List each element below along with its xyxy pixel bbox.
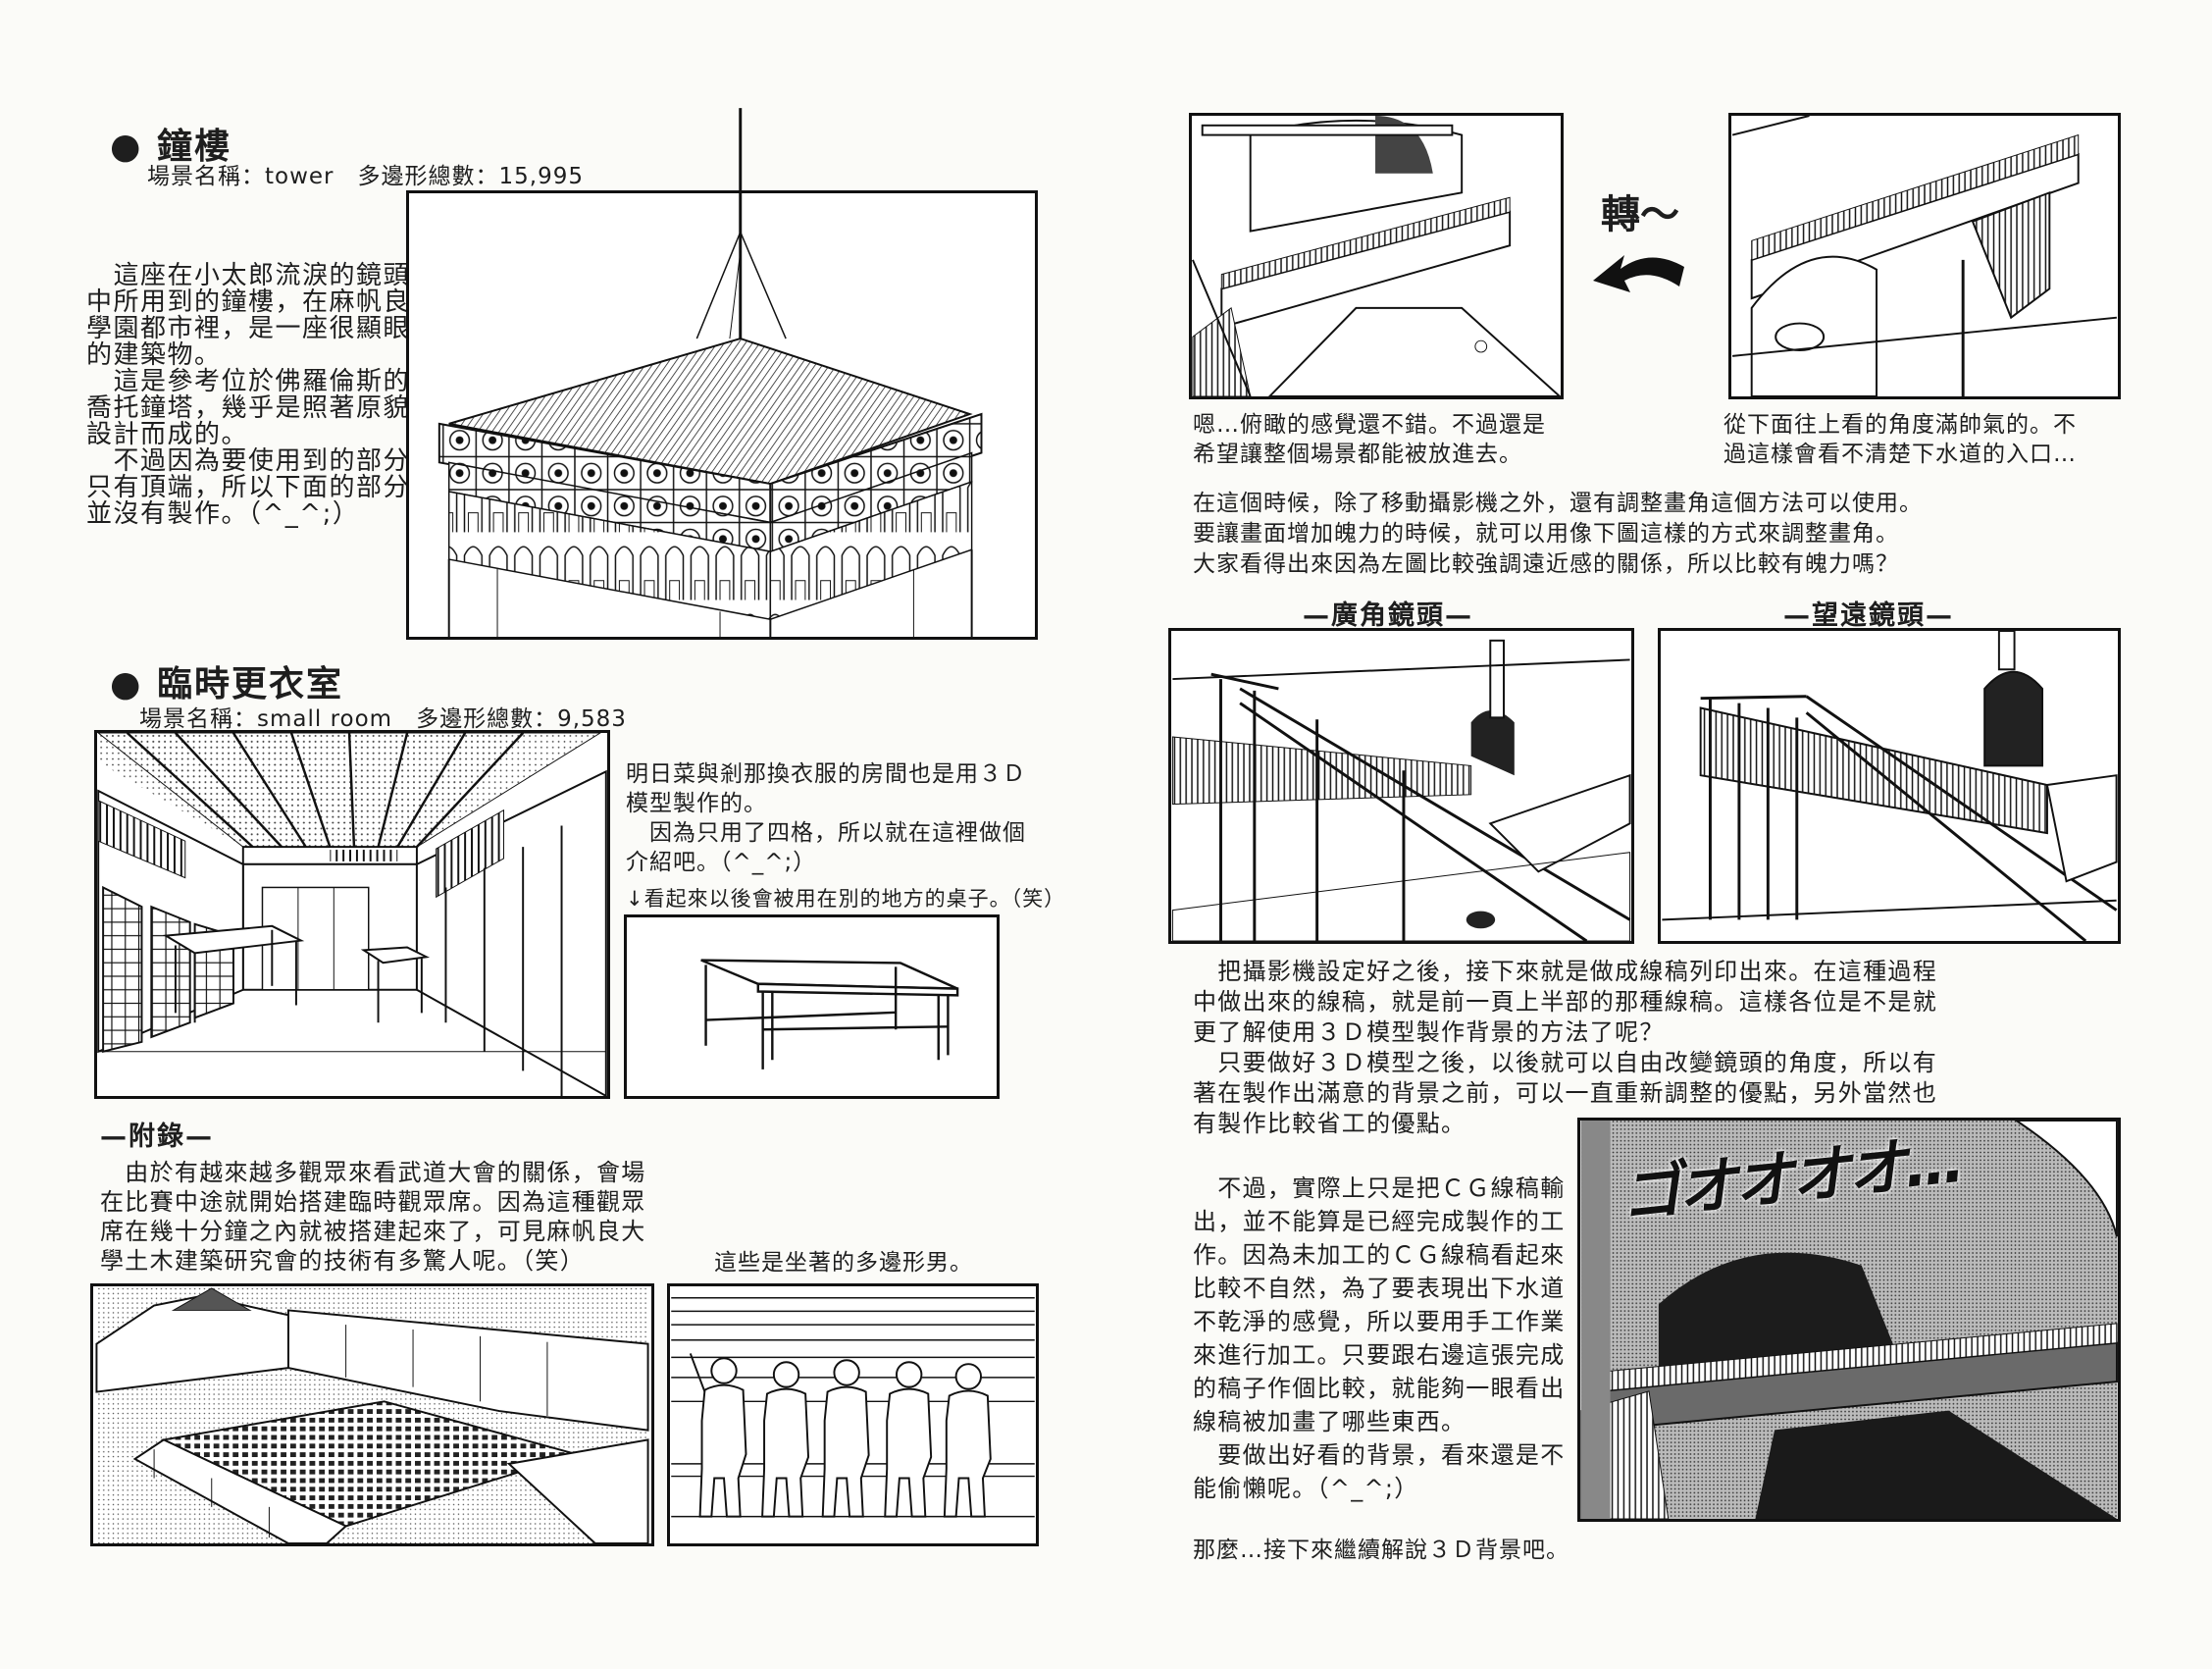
folding-table-drawing [700,959,959,1069]
sewer-low-angle-panel [1728,113,2121,399]
text-line: 學土木建築研究會的技術有多驚人呢。（笑） [100,1247,585,1275]
rotate-left-arrow-icon [1593,255,1684,292]
text-line: 設計而成的。 [86,420,249,449]
table-caption: ↓看起來以後會被用在別的地方的桌子。（笑） [626,887,1066,911]
tower-scene-meta: 場景名稱：tower 多邊形總數：15,995 [147,164,584,189]
finished-sewer-panel: ゴオオオオ… [1577,1118,2121,1522]
text-line: 不過因為要使用到的部分 [86,446,411,476]
text-line: 學園都市裡，是一座很顯眼 [86,314,411,343]
text-line: 出，並不能算是已經完成製作的工 [1193,1208,1566,1235]
text-line: 的建築物。 [86,340,222,370]
polygon-men-panel [667,1283,1039,1546]
text-line: 在這個時候，除了移動攝影機之外，還有調整畫角這個方法可以使用。 [1193,491,1923,516]
clock-tower-drawing [437,108,983,637]
hand-finishing-explanation: 不過，實際上只是把ＣＧ線稿輸出，並不能算是已經完成製作的工作。因為未加工的ＣＧ線… [1193,1172,1566,1505]
text-line: 不乾淨的感覺，所以要用手工作業 [1193,1308,1566,1335]
text-line: 只有頂端，所以下面的部分 [86,473,411,502]
text-line: 來進行加工。只要跟右邊這張完成 [1193,1341,1566,1369]
low-angle-caption: 從下面往上看的角度滿帥氣的。不過這樣會看不清楚下水道的入口… [1723,410,2077,469]
room-scene-meta: 場景名稱：small room 多邊形總數：9,583 [139,706,627,732]
text-line: 從下面往上看的角度滿帥氣的。不 [1723,412,2077,438]
appendix-heading: —附錄— [100,1121,214,1152]
text-line: 只要做好３Ｄ模型之後，以後就可以自由改變鏡頭的角度，所以有 [1193,1049,1937,1076]
telephoto-panel [1658,628,2121,944]
text-line: 著在製作出滿意的背景之前，可以一直重新調整的優點，另外當然也 [1193,1079,1937,1107]
text-line: 不過，實際上只是把ＣＧ線稿輸 [1193,1174,1566,1202]
appendix-description: 由於有越來越多觀眾來看武道大會的關係，會場在比賽中途就開始搭建臨時觀眾席。因為這… [100,1158,646,1276]
turn-label: 轉～ [1601,192,1679,237]
room-section-title: ● 臨時更衣室 [110,664,343,704]
text-line: 的稿子作個比較，就能夠一眼看出 [1193,1375,1566,1402]
text-line: 把攝影機設定好之後，接下來就是做成線稿列印出來。在這種過程 [1193,958,1937,985]
text-line: 大家看得出來因為左圖比較強調遠近感的關係，所以比較有魄力嗎？ [1193,551,1899,577]
text-line: 能偷懶呢。（^_^;） [1193,1475,1419,1502]
text-line: 明日菜與剎那換衣服的房間也是用３Ｄ [626,761,1026,787]
text-line: 要讓畫面增加魄力的時候，就可以用像下圖這樣的方式來調整畫角。 [1193,521,1899,547]
view-angle-explanation: 在這個時候，除了移動攝影機之外，還有調整畫角這個方法可以使用。要讓畫面增加魄力的… [1193,489,1923,580]
tower-description: 這座在小太郎流淚的鏡頭中所用到的鐘樓，在麻帆良學園都市裡，是一座很顯眼的建築物。… [86,263,410,528]
wide-angle-drawing [1171,639,1631,943]
tower-illustration-panel [406,108,1038,640]
changing-room-drawing [96,732,607,1098]
text-line: 介紹吧。（^_^;） [626,850,817,875]
room-description: 明日菜與剎那換衣服的房間也是用３Ｄ 模型製作的。 因為只用了四格，所以就在這裡做個… [626,759,1026,877]
text-line: 中做出來的線稿，就是前一頁上半部的那種線稿。這樣各位是不是就 [1193,988,1937,1016]
polygon-men-caption: 這些是坐著的多邊形男。 [714,1250,973,1276]
text-line: 線稿被加畫了哪些東西。 [1193,1408,1466,1435]
changing-room-illustration-panel [94,730,610,1099]
text-line: 嗯…俯瞰的感覺還不錯。不過還是 [1193,412,1546,438]
text-line: 中所用到的鐘樓，在麻帆良 [86,287,411,317]
sewer-bird-eye-panel [1189,113,1564,399]
text-line: 希望讓整個場景都能被放進去。 [1193,442,1522,467]
temporary-stands-panel [90,1283,654,1546]
temporary-stands-drawing [95,1286,649,1544]
text-line: 在比賽中途就開始搭建臨時觀眾席。因為這種觀眾 [100,1188,646,1216]
text-line: 這是參考位於佛羅倫斯的 [86,367,411,396]
text-line: 比較不自然，為了要表現出下水道 [1193,1275,1566,1302]
text-line: 要做出好看的背景，看來還是不 [1193,1441,1566,1469]
text-line: 作。因為未加工的ＣＧ線稿看起來 [1193,1241,1566,1269]
wide-angle-panel [1168,628,1634,944]
folding-table-panel [624,914,1000,1099]
tower-section-title: ● 鐘樓 [110,127,231,167]
text-line: 由於有越來越多觀眾來看武道大會的關係，會場 [100,1159,646,1186]
text-line: 喬托鐘塔，幾乎是照著原貌 [86,393,411,423]
text-line: 席在幾十分鐘之內就被搭建起來了，可見麻帆良大 [100,1218,646,1245]
text-line: 過這樣會看不清楚下水道的入口… [1723,442,2077,467]
text-line: 有製作比較省工的優點。 [1193,1110,1466,1137]
text-line: 因為只用了四格，所以就在這裡做個 [626,820,1026,846]
bird-eye-caption: 嗯…俯瞰的感覺還不錯。不過還是希望讓整個場景都能被放進去。 [1193,410,1546,469]
workflow-explanation: 把攝影機設定好之後，接下來就是做成線稿列印出來。在這種過程中做出來的線稿，就是前… [1193,957,1937,1139]
sewer-low-angle-drawing [1731,115,2117,397]
text-line: 這座在小太郎流淚的鏡頭 [86,261,411,290]
text-line: 更了解使用３Ｄ模型製作背景的方法了呢？ [1193,1018,1665,1046]
finished-sewer-drawing [1580,1120,2118,1520]
wide-angle-label: —廣角鏡頭— [1303,600,1473,631]
sewer-overhead-drawing [1192,116,1563,397]
telephoto-label: —望遠鏡頭— [1783,600,1954,631]
telephoto-drawing [1662,630,2118,943]
text-line: 並沒有製作。（^_^;） [86,499,360,529]
closing-line: 那麼…接下來繼續解說３Ｄ背景吧。 [1193,1538,1569,1563]
seated-polygon-men-drawing [671,1296,1035,1518]
text-line: 模型製作的。 [626,791,767,816]
